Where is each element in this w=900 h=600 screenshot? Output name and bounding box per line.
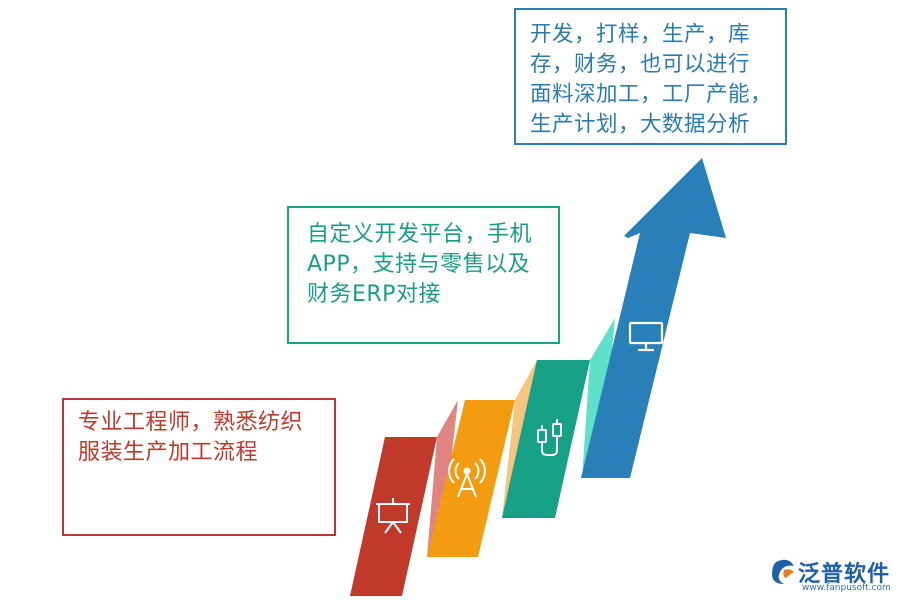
feature-box-platform: 自定义开发平台，手机 APP，支持与零售以及 财务ERP对接	[287, 206, 560, 344]
usb-cable-icon	[537, 419, 562, 456]
brand-name: 泛普软件	[798, 562, 891, 587]
step-2-orange	[427, 400, 515, 557]
fold-1-2	[427, 400, 458, 557]
monitor-icon	[628, 321, 664, 352]
step-1-red	[350, 437, 437, 596]
presentation-board-icon	[376, 498, 410, 534]
brand-logo: 泛普软件 www.fanpusoft.com	[770, 556, 894, 596]
feature-text-platform: 自定义开发平台，手机 APP，支持与零售以及 财务ERP对接	[307, 222, 533, 307]
feature-text-engineers: 专业工程师，熟悉纺织 服装生产加工流程	[78, 410, 304, 465]
fanpu-logo-icon	[772, 559, 794, 584]
feature-box-engineers: 专业工程师，熟悉纺织 服装生产加工流程	[62, 398, 336, 536]
signal-tower-icon	[448, 458, 486, 498]
step-4-blue-arrow	[581, 158, 726, 478]
brand-url: www.fanpusoft.com	[802, 583, 891, 593]
fold-3-4	[582, 318, 615, 478]
feature-box-modules: 开发，打样，生产，库 存，财务，也可以进行 面料深加工，工厂产能， 生产计划，大…	[514, 8, 787, 145]
feature-text-modules: 开发，打样，生产，库 存，财务，也可以进行 面料深加工，工厂产能， 生产计划，大…	[530, 22, 773, 137]
